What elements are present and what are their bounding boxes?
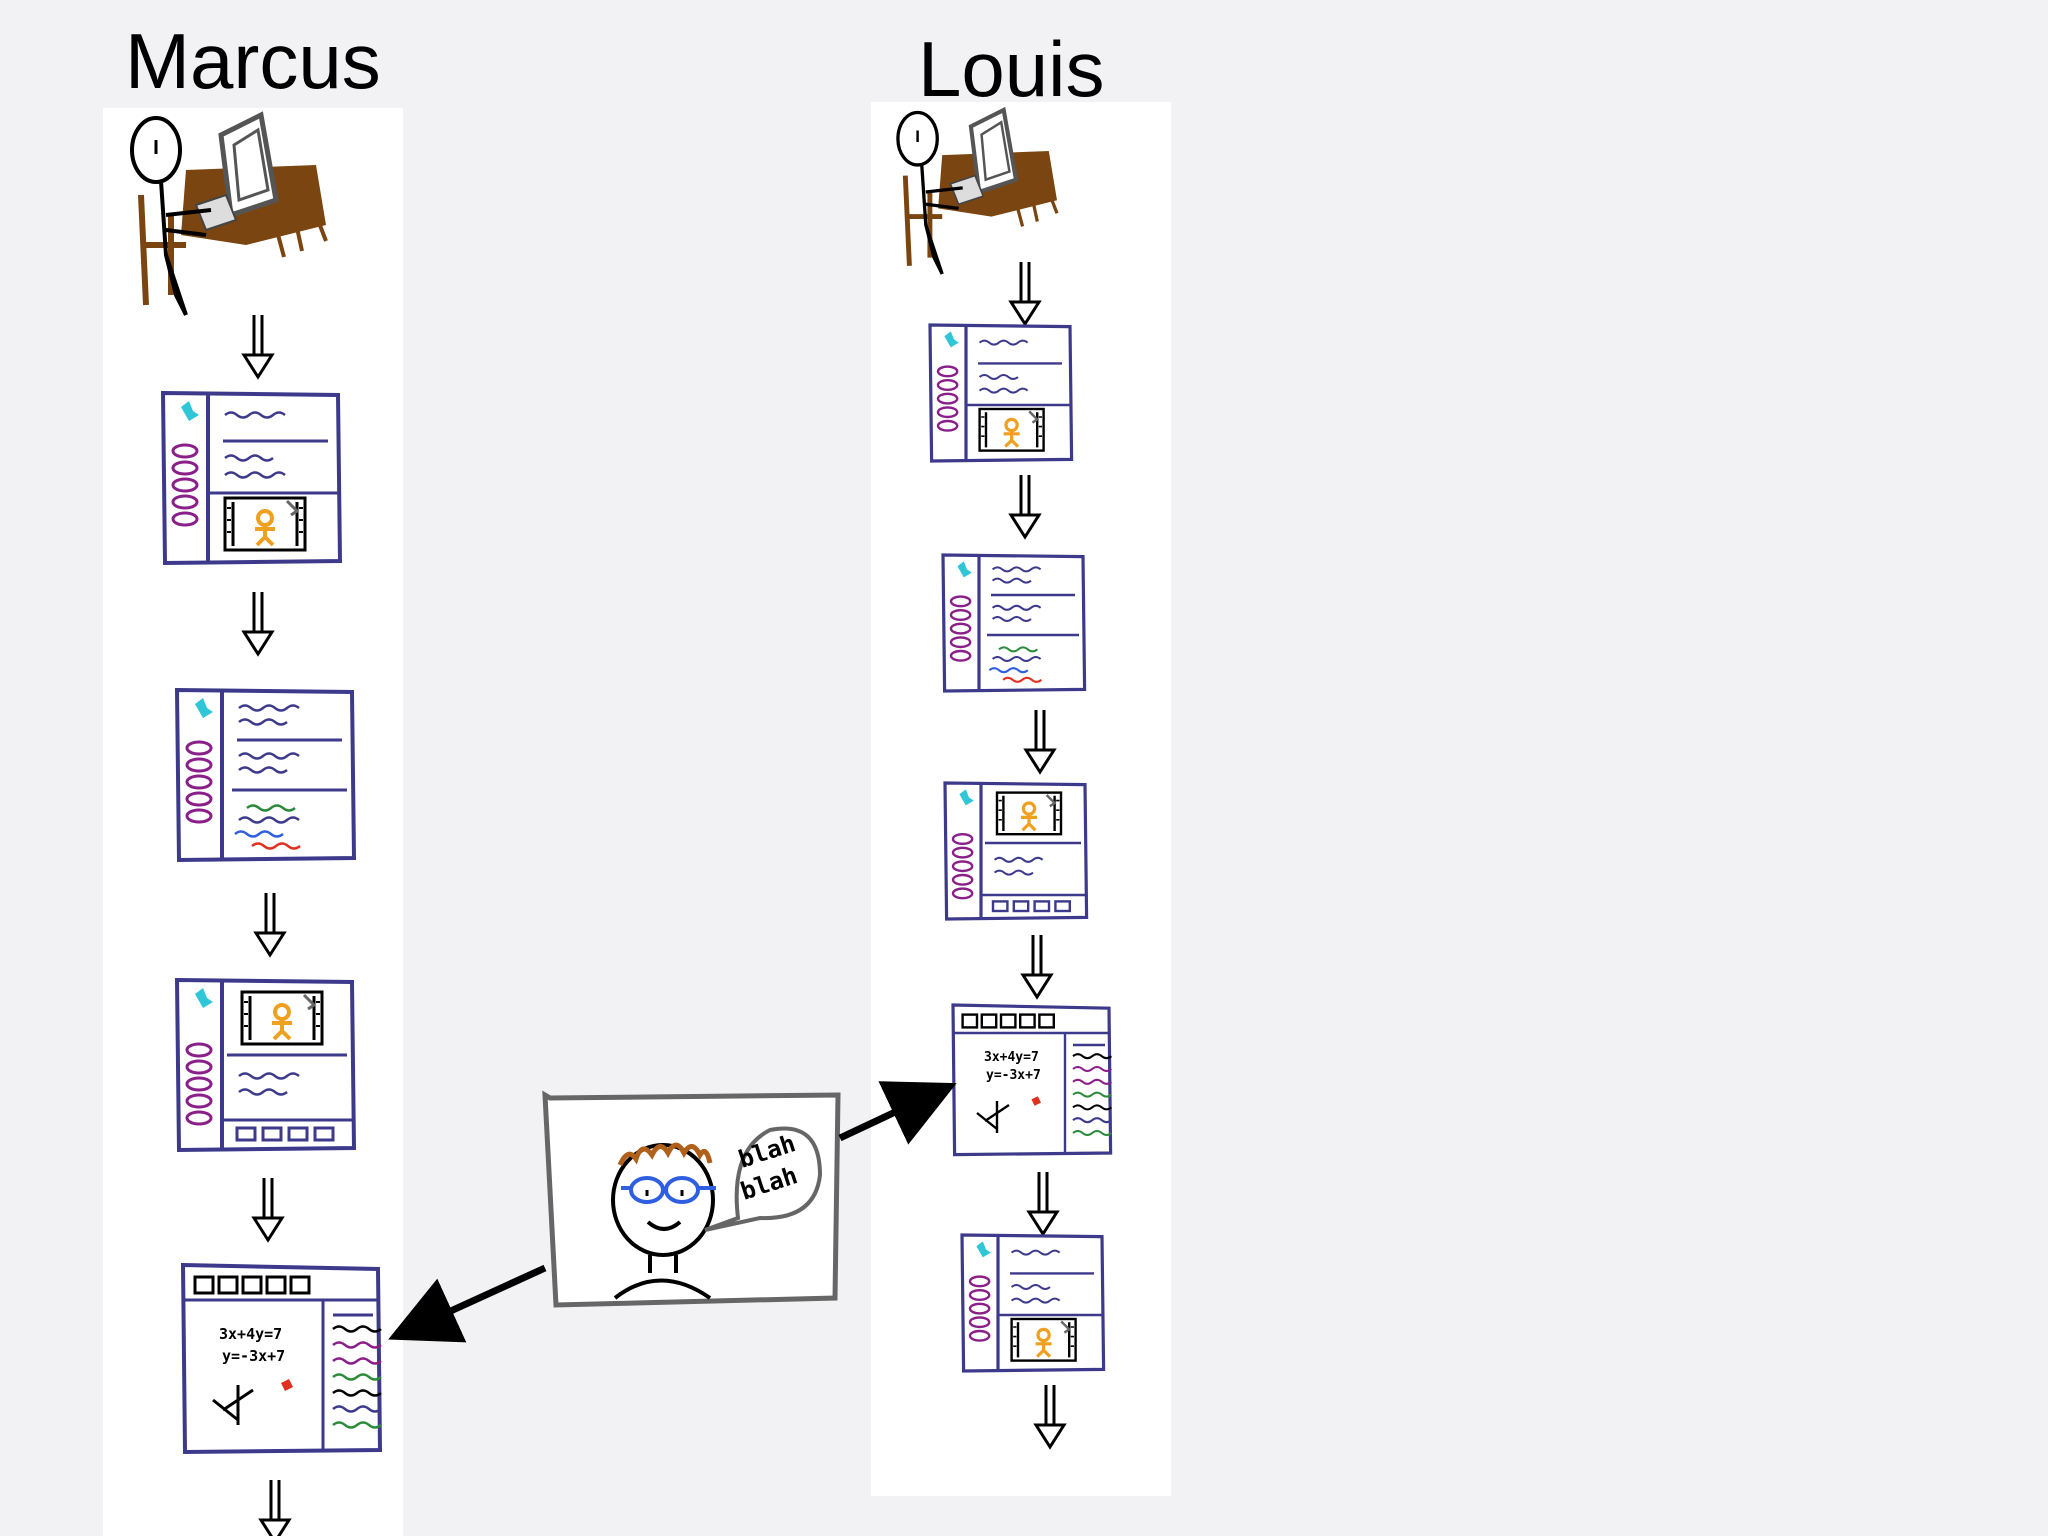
marcus-page-text-video — [163, 393, 340, 563]
louis-page-text-video-2 — [962, 1235, 1104, 1371]
louis-equation-2: y=-3x+7 — [986, 1068, 1041, 1083]
arrow-down — [259, 1478, 291, 1536]
arrow-down — [254, 891, 286, 957]
arrow-down — [242, 313, 274, 379]
louis-storyboard — [898, 110, 1111, 1449]
louis-page-video-text — [945, 783, 1087, 919]
louis-heading: Louis — [918, 25, 1105, 113]
teacher-card: blah blah — [542, 1090, 841, 1308]
marcus-equation-2: y=-3x+7 — [222, 1347, 286, 1365]
louis-equation-1: 3x+4y=7 — [984, 1050, 1039, 1065]
marcus-person-at-desk — [132, 115, 326, 315]
marcus-storyboard — [132, 115, 381, 1536]
arrow-down — [1021, 933, 1053, 999]
marcus-equation-1: 3x+4y=7 — [219, 1325, 283, 1343]
arrow-down — [252, 1176, 284, 1242]
louis-page-colored-text — [943, 555, 1085, 691]
arrow-down — [1009, 473, 1041, 539]
arrow-down — [1009, 260, 1041, 326]
arrow-down — [1034, 1383, 1066, 1449]
marcus-page-colored-text — [177, 690, 354, 860]
louis-page-text-video — [930, 325, 1072, 461]
arrow-down — [1024, 708, 1056, 774]
arrow-down — [242, 590, 274, 656]
marcus-heading: Marcus — [125, 17, 381, 105]
arrow-to-marcus — [388, 1264, 547, 1343]
arrow-down — [1027, 1170, 1059, 1236]
arrow-to-louis — [838, 1081, 957, 1145]
louis-person-at-desk — [898, 110, 1057, 274]
marcus-page-video-text — [177, 980, 354, 1150]
